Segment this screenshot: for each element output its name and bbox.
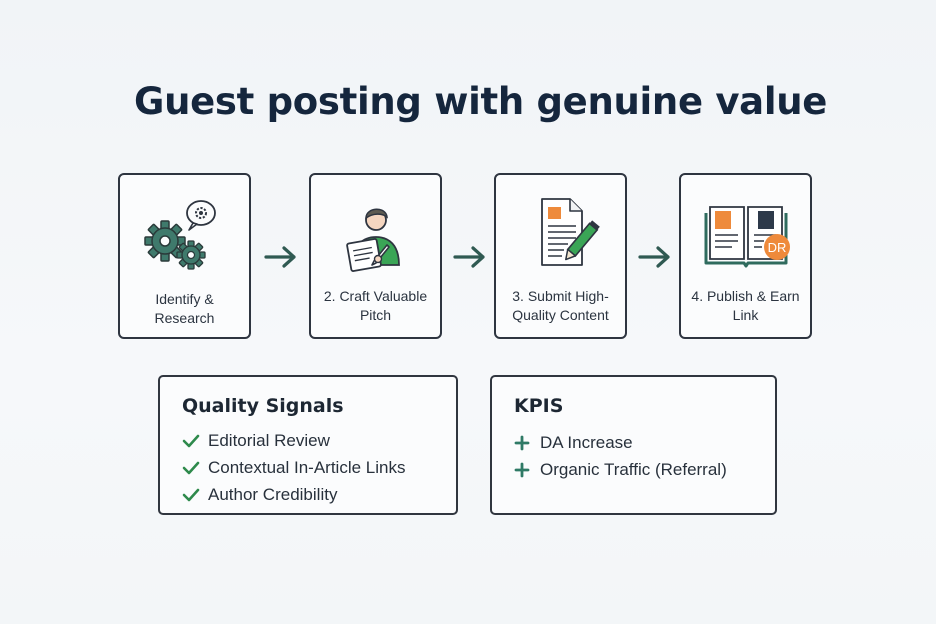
checkmark-icon xyxy=(182,488,208,502)
step-label: 2. Craft Valuable Pitch xyxy=(323,288,428,323)
document-pencil-icon xyxy=(496,193,625,271)
dr-badge-label: DR xyxy=(767,240,786,255)
kpis-panel: KPIS DA Increase Organic Traffic (Referr… xyxy=(490,375,777,515)
quality-signals-list: Editorial Review Contextual In-Article L… xyxy=(182,427,405,508)
step-label: Identify & Research xyxy=(154,291,215,326)
list-item-label: Contextual In-Article Links xyxy=(208,457,406,477)
plus-icon xyxy=(514,462,540,478)
checkmark-icon xyxy=(182,434,208,448)
list-item: Editorial Review xyxy=(182,427,405,454)
step-label: 3. Submit High-Quality Content xyxy=(512,288,609,323)
list-item: Contextual In-Article Links xyxy=(182,454,405,481)
list-item-label: Organic Traffic (Referral) xyxy=(540,459,727,479)
list-item: Organic Traffic (Referral) xyxy=(514,456,727,483)
open-book-icon: DR xyxy=(681,193,810,271)
panel-heading: KPIS xyxy=(514,395,564,417)
arrow-right-icon xyxy=(264,246,296,268)
arrow-right-icon xyxy=(453,246,485,268)
step-submit-content: 3. Submit High-Quality Content xyxy=(494,173,627,339)
checkmark-icon xyxy=(182,461,208,475)
step-identify-research: Identify & Research xyxy=(118,173,251,339)
dr-badge-icon xyxy=(763,234,790,260)
step-craft-pitch: 2. Craft Valuable Pitch xyxy=(309,173,442,339)
list-item-label: Author Credibility xyxy=(208,484,338,504)
step-label: 4. Publish & Earn Link xyxy=(691,288,800,323)
list-item: Author Credibility xyxy=(182,481,405,508)
arrow-right-icon xyxy=(638,246,670,268)
list-item: DA Increase xyxy=(514,429,727,456)
list-item-label: DA Increase xyxy=(540,432,633,452)
plus-icon xyxy=(514,435,540,451)
quality-signals-panel: Quality Signals Editorial Review Context… xyxy=(158,375,458,515)
kpis-list: DA Increase Organic Traffic (Referral) xyxy=(514,429,727,483)
person-writing-icon xyxy=(311,193,440,272)
gears-thought-icon xyxy=(120,193,249,271)
page-title: Guest posting with genuine value xyxy=(134,80,828,123)
list-item-label: Editorial Review xyxy=(208,430,330,450)
panel-heading: Quality Signals xyxy=(182,395,344,417)
step-publish-link: DR 4. Publish & Earn Link xyxy=(679,173,812,339)
